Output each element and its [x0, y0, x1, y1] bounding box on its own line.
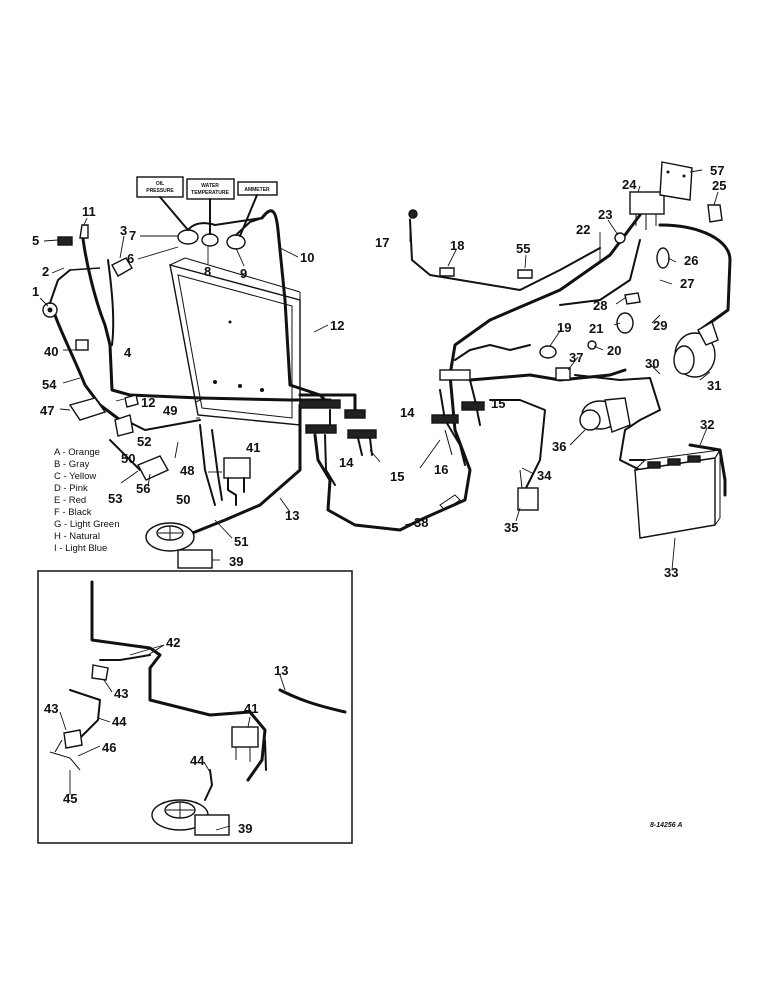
left-components [42, 224, 205, 481]
callout-number: 6 [127, 251, 134, 266]
callout-number: 2 [42, 264, 49, 279]
oil-label: OIL [156, 181, 164, 187]
callout-number: 15 [491, 396, 505, 411]
callout-number: 50 [121, 451, 135, 466]
callout-number: 41 [244, 701, 258, 716]
callout-number: 39 [229, 554, 243, 569]
legend-item: I - Light Blue [54, 543, 107, 554]
callout-number: 38 [414, 515, 428, 530]
callout-number: 30 [645, 356, 659, 371]
callout-number: 22 [576, 222, 590, 237]
legend-item: F - Black [54, 507, 92, 518]
callout-number: 26 [684, 253, 698, 268]
callout-number: 28 [593, 298, 607, 313]
callout-number: 52 [137, 434, 151, 449]
callout-number: 40 [44, 344, 58, 359]
callout-numbers: 1 2 3 4 5 6 7 8 9 10 11 12 12 13 13 14 1… [32, 163, 726, 836]
callout-number: 25 [712, 178, 726, 193]
callout-number: 9 [240, 266, 247, 281]
callout-number: 53 [108, 491, 122, 506]
callout-number: 42 [166, 635, 180, 650]
callout-number: 14 [339, 455, 354, 470]
callout-number: 23 [598, 207, 612, 222]
legend-item: A - Orange [54, 447, 100, 458]
water-label: WATER [201, 183, 219, 189]
callout-number: 24 [622, 177, 637, 192]
callout-number: 1 [32, 284, 39, 299]
callout-number: 50 [176, 492, 190, 507]
legend-item: E - Red [54, 495, 86, 506]
callout-number: 43 [114, 686, 128, 701]
callout-number: 12 [330, 318, 344, 333]
callout-number: 34 [537, 468, 552, 483]
callout-number: 44 [112, 714, 127, 729]
instrument-panel [169, 257, 301, 426]
color-legend: A - Orange B - Gray C - Yellow D - Pink … [54, 447, 119, 554]
gauges [159, 194, 263, 250]
right-connectors [431, 369, 485, 461]
callout-number: 32 [700, 417, 714, 432]
callout-number: 19 [557, 320, 571, 335]
callout-number: 11 [82, 204, 96, 219]
leader-lines [39, 169, 719, 831]
callout-number: 18 [450, 238, 464, 253]
callout-number: 27 [680, 276, 694, 291]
callout-number: 29 [653, 318, 667, 333]
legend-item: D - Pink [54, 483, 88, 494]
callout-number: 14 [400, 405, 415, 420]
callout-number: 56 [136, 481, 150, 496]
inset-wiring [49, 580, 347, 836]
callout-number: 46 [102, 740, 116, 755]
callout-number: 51 [234, 534, 248, 549]
callout-number: 48 [180, 463, 194, 478]
callout-number: 44 [190, 753, 205, 768]
ammeter-label: AMMETER [244, 187, 270, 193]
legend-item: H - Natural [54, 531, 100, 542]
callout-number: 31 [707, 378, 721, 393]
callout-number: 39 [238, 821, 252, 836]
callout-number: 54 [42, 377, 57, 392]
callout-number: 13 [285, 508, 299, 523]
callout-number: 45 [63, 791, 77, 806]
callout-number: 43 [44, 701, 58, 716]
horn-relay-top [145, 457, 251, 569]
callout-number: 5 [32, 233, 39, 248]
right-components [408, 161, 727, 539]
callout-number: 8 [204, 264, 211, 279]
callout-number: 10 [300, 250, 314, 265]
callout-number: 35 [504, 520, 518, 535]
callout-number: 3 [120, 223, 127, 238]
callout-number: 41 [246, 440, 260, 455]
callout-number: 36 [552, 439, 566, 454]
callout-number: 33 [664, 565, 678, 580]
callout-number: 20 [607, 343, 621, 358]
legend-item: G - Light Green [54, 519, 119, 530]
inset-frame [37, 570, 353, 844]
pressure-label: PRESSURE [146, 188, 174, 194]
callout-number: 55 [516, 241, 530, 256]
gauge-label-boxes: OIL PRESSURE WATER TEMPERATURE AMMETER [136, 176, 278, 200]
callout-number: 13 [274, 663, 288, 678]
drawing-code: 8-14256 A [650, 822, 682, 829]
middle-connectors [298, 373, 472, 532]
callout-number: 49 [163, 403, 177, 418]
legend-item: B - Gray [54, 459, 90, 470]
callout-number: 15 [390, 469, 404, 484]
callout-number: 4 [124, 345, 132, 360]
callout-number: 7 [129, 228, 136, 243]
callout-number: 47 [40, 403, 54, 418]
callout-number: 21 [589, 321, 603, 336]
callout-number: 57 [710, 163, 724, 178]
temperature-label: TEMPERATURE [191, 190, 229, 196]
callout-number: 17 [375, 235, 389, 250]
callout-number: 12 [141, 395, 155, 410]
callout-number: 37 [569, 350, 583, 365]
legend-item: C - Yellow [54, 471, 96, 482]
callout-number: 16 [434, 462, 448, 477]
